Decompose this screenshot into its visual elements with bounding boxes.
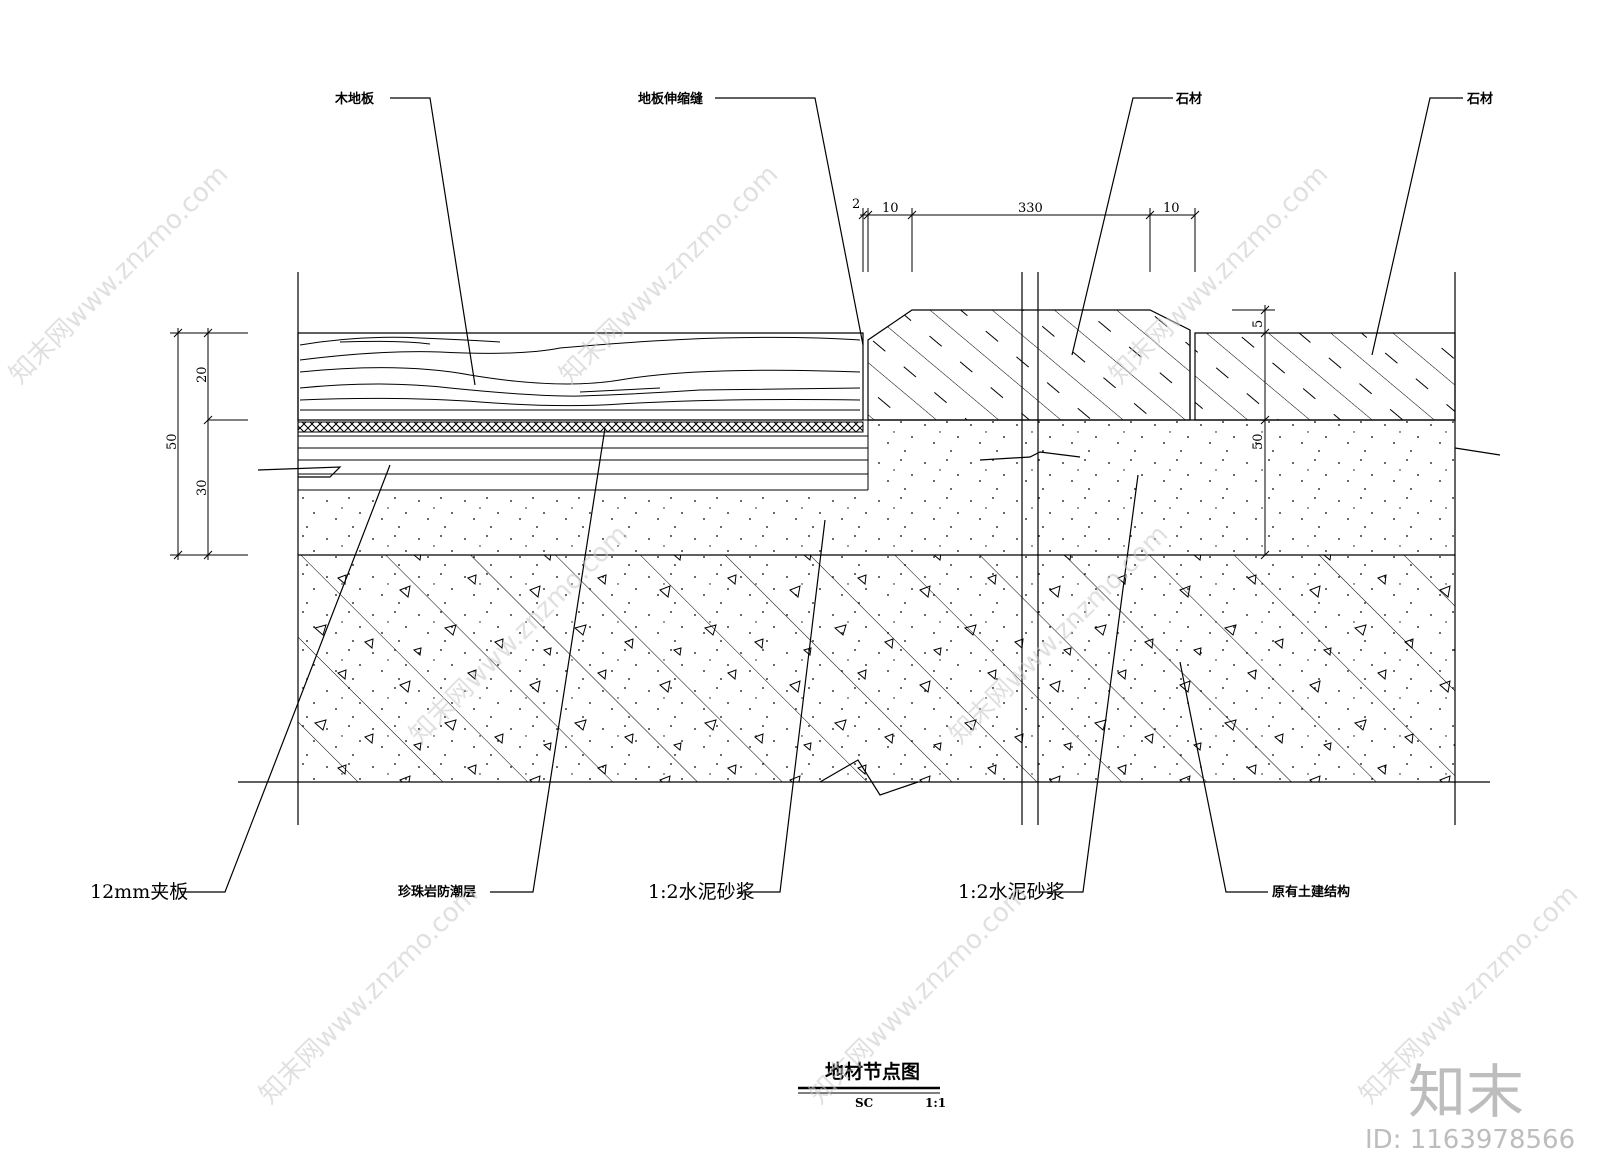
dimensions <box>170 208 1275 560</box>
label-plywood: 12mm夹板 <box>90 881 188 903</box>
leader-lines <box>180 98 1463 892</box>
dim-20: 20 <box>195 366 210 383</box>
label-stone-1: 石材 <box>1175 91 1202 107</box>
drawing-code: SC <box>855 1096 873 1110</box>
plywood-layer <box>298 420 868 490</box>
moisture-layer <box>298 422 863 432</box>
dim-50-right: 50 <box>1251 433 1266 450</box>
label-moisture-layer: 珍珠岩防潮层 <box>398 884 476 900</box>
drawing-scale: 1:1 <box>925 1096 946 1110</box>
stone-right <box>1195 333 1455 420</box>
dim-50-left: 50 <box>165 433 180 450</box>
watermark-text: 知末网www.znzmo.com <box>4 159 235 390</box>
label-mortar-1: 1:2水泥砂浆 <box>648 881 755 903</box>
dim-2: 2 <box>852 197 860 212</box>
layer-boundaries <box>238 272 1500 825</box>
dim-10-right: 10 <box>1163 201 1180 216</box>
label-mortar-2: 1:2水泥砂浆 <box>958 881 1065 903</box>
label-structure: 原有土建结构 <box>1272 884 1350 900</box>
id-watermark: ID: 1163978566 <box>1365 1125 1575 1155</box>
dim-30: 30 <box>195 479 210 496</box>
brand-watermark: 知末 <box>1408 1058 1524 1126</box>
structure-layer <box>298 555 1455 782</box>
label-wood-floor: 木地板 <box>334 91 375 107</box>
wood-floor <box>298 333 863 420</box>
mortar-layer <box>298 420 1455 555</box>
dim-10-left: 10 <box>882 201 899 216</box>
label-expansion-joint: 地板伸缩缝 <box>638 91 703 107</box>
drawing-title: 地材节点图 <box>825 1060 920 1083</box>
dim-330: 330 <box>1018 201 1043 216</box>
label-stone-2: 石材 <box>1466 91 1493 107</box>
watermark-text: 知末网www.znzmo.com <box>254 879 485 1110</box>
dim-5: 5 <box>1251 320 1266 328</box>
